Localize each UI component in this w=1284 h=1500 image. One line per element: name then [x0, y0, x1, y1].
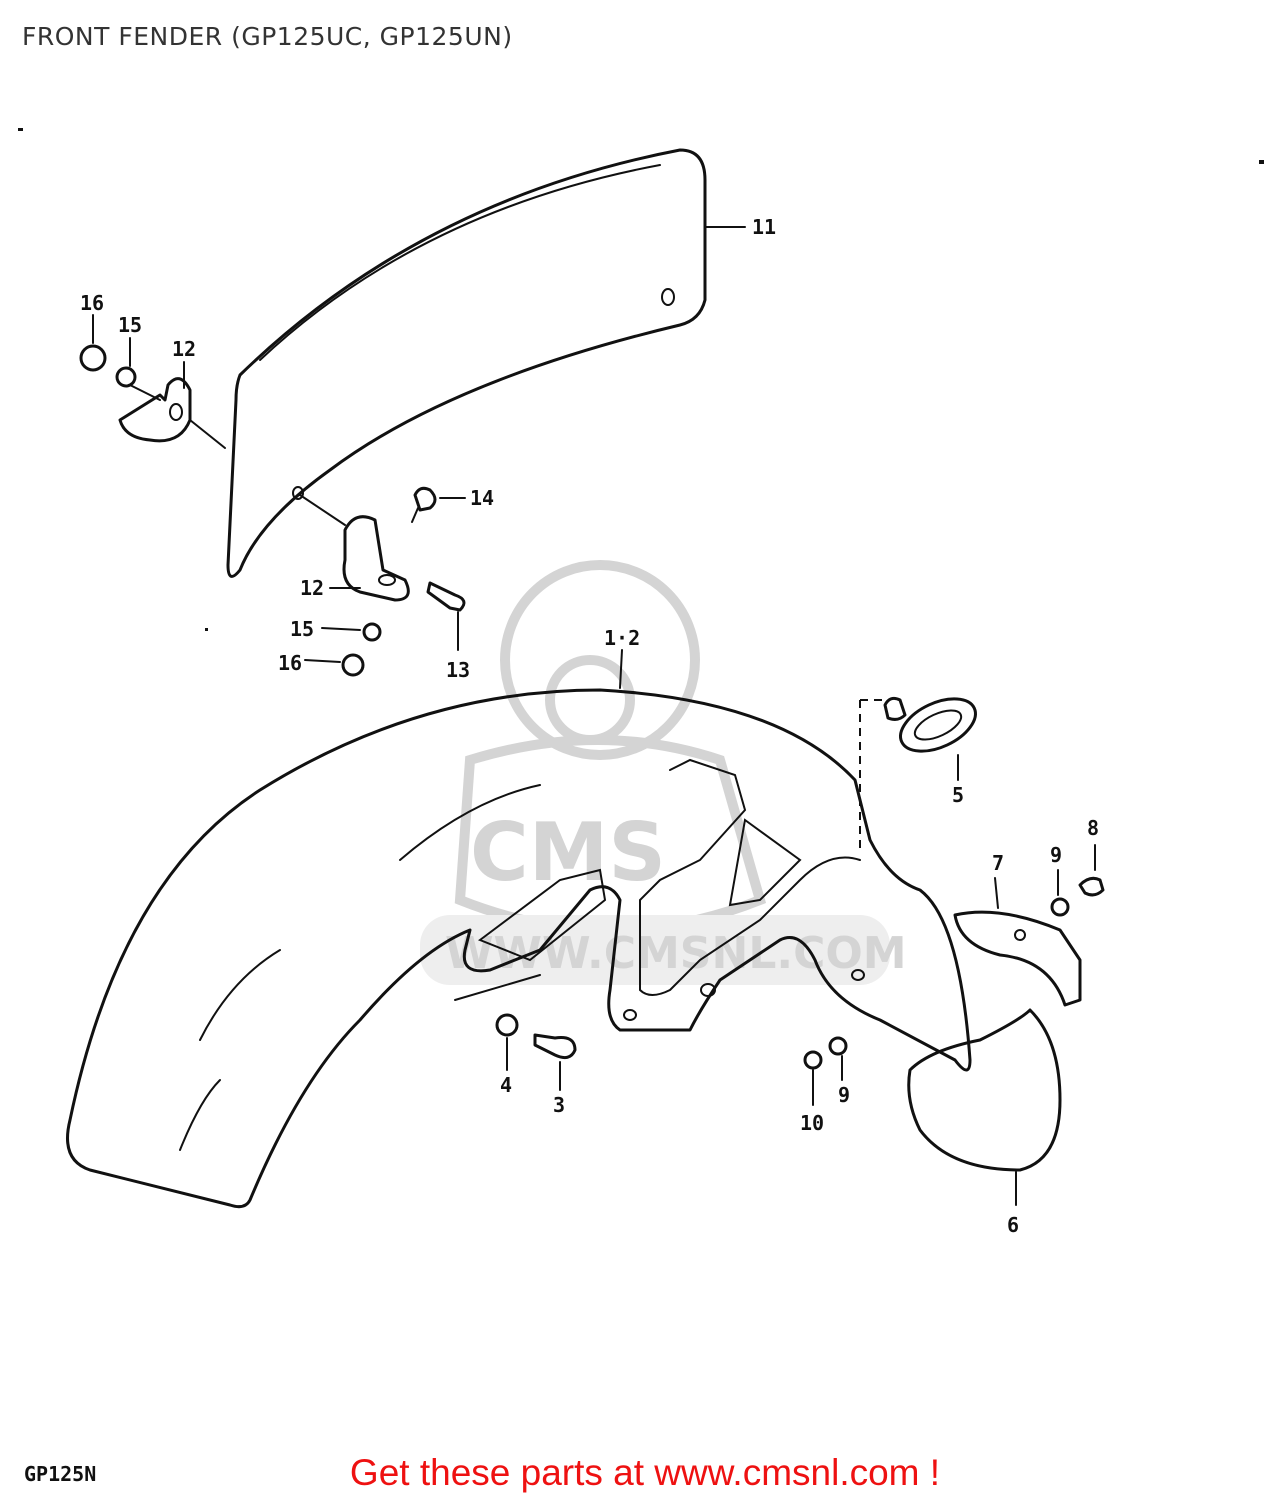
callout-9-lower: 9 [838, 1083, 850, 1107]
callout-6: 6 [1007, 1213, 1019, 1237]
callout-15: 15 [118, 313, 142, 337]
upper-bracket [79, 314, 226, 449]
callout-7: 7 [992, 851, 1004, 875]
callout-16-lower: 16 [278, 651, 302, 675]
callout-15-lower: 15 [290, 617, 314, 641]
callout-5: 5 [952, 783, 964, 807]
callout-4: 4 [500, 1073, 512, 1097]
watermark-logo: CMS [470, 806, 666, 899]
callout-11: 11 [752, 215, 776, 239]
parts-diagram: CMS WWW.CMSNL.COM [18, 128, 1264, 1237]
callout-8: 8 [1087, 816, 1099, 840]
model-code: GP125N [24, 1462, 97, 1486]
get-parts-link[interactable]: Get these parts at www.cmsnl.com ! [349, 1452, 941, 1493]
watermark-url: WWW.CMSNL.COM [445, 928, 907, 979]
callout-13: 13 [446, 658, 470, 682]
lower-bracket [299, 486, 466, 677]
mud-flap [907, 1008, 1062, 1206]
callout-1-2: 1·2 [604, 626, 640, 650]
callout-14: 14 [470, 486, 494, 510]
callout-16: 16 [80, 291, 104, 315]
page-title: FRONT FENDER (GP125UC, GP125UN) [22, 22, 513, 51]
windscreen-panel [226, 148, 707, 578]
watermark: CMS WWW.CMSNL.COM [420, 560, 907, 985]
front-fender [66, 649, 972, 1209]
callout-12-lower: 12 [300, 576, 324, 600]
callout-3: 3 [553, 1093, 565, 1117]
callout-9: 9 [1050, 843, 1062, 867]
callout-10: 10 [800, 1111, 824, 1135]
rear-stay [953, 877, 1082, 1007]
callout-12: 12 [172, 337, 196, 361]
reflector-grommet [859, 696, 977, 850]
